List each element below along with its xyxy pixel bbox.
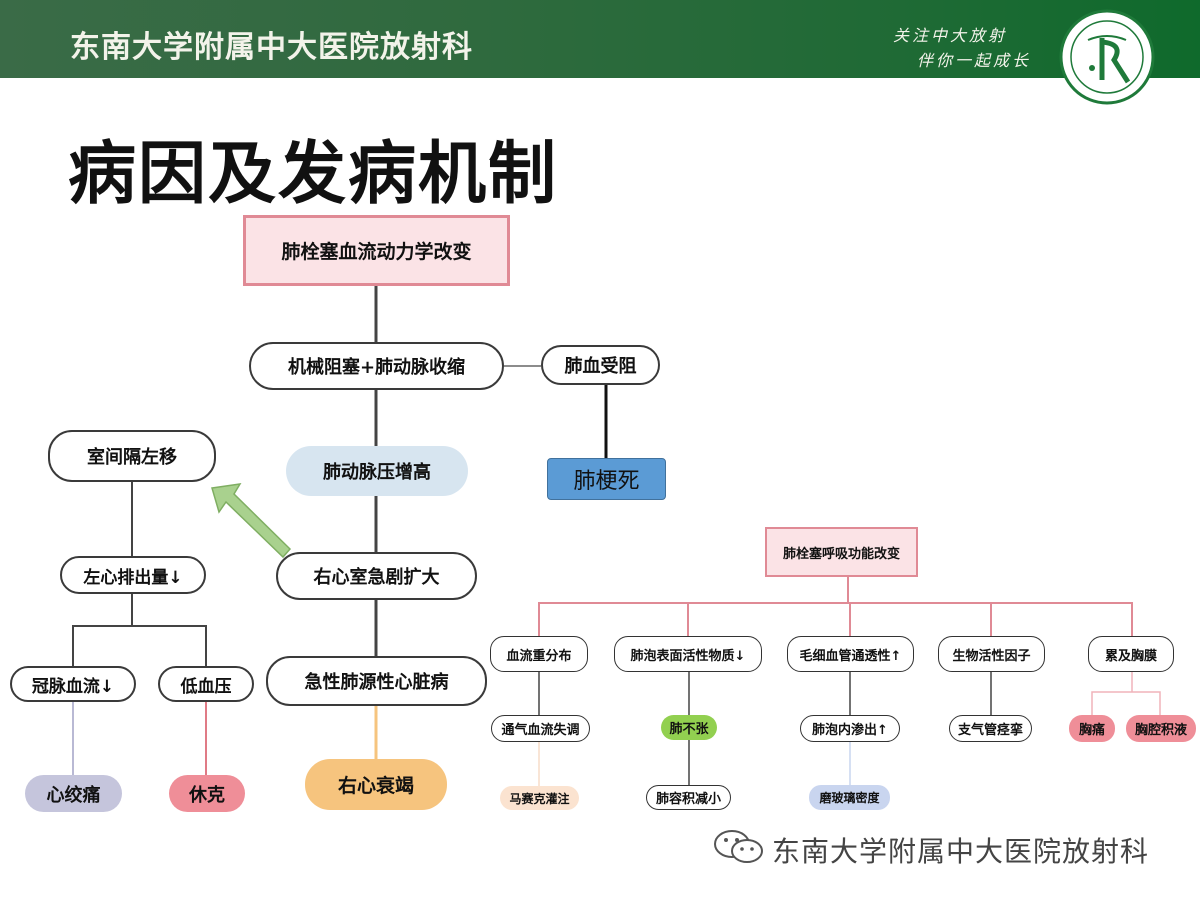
pa-pressure-node: 肺动脉压增高 [286, 446, 468, 496]
pulmonary-block-node: 肺血受阻 [541, 345, 660, 385]
volume-loss-node: 肺容积减小 [646, 785, 731, 810]
exudate-node: 肺泡内渗出↑ [800, 715, 900, 742]
green-arrow-icon [211, 483, 292, 559]
effusion-node: 胸腔积液 [1126, 715, 1196, 742]
shock-node: 休克 [169, 775, 245, 812]
angina-node: 心绞痛 [25, 775, 122, 812]
header-title: 东南大学附属中大医院放射科 [70, 30, 473, 65]
acute-cor-pulmonale-node: 急性肺源性心脏病 [266, 656, 487, 706]
atelectasis-node: 肺不张 [661, 715, 717, 740]
mechanical-obstruction-node: 机械阻塞+肺动脉收缩 [249, 342, 504, 390]
bronchospasm-node: 支气管痉挛 [949, 715, 1032, 742]
ground-glass-node: 磨玻璃密度 [809, 785, 890, 810]
capillary-node: 毛细血管通透性↑ [787, 636, 914, 672]
pleura-node: 累及胸膜 [1088, 636, 1174, 672]
hemodynamic-change-box: 肺栓塞血流动力学改变 [243, 215, 510, 286]
septum-shift-node: 室间隔左移 [48, 430, 216, 482]
infarction-node: 肺梗死 [547, 458, 666, 500]
mosaic-node: 马赛克灌注 [500, 786, 579, 810]
rv-dilation-node: 右心室急剧扩大 [276, 552, 477, 600]
respiratory-change-box: 肺栓塞呼吸功能改变 [765, 527, 918, 577]
bioactive-node: 生物活性因子 [938, 636, 1045, 672]
redistribution-node: 血流重分布 [490, 636, 588, 672]
left-output-node: 左心排出量↓ [60, 556, 206, 594]
header-bar: 东南大学附属中大医院放射科 关注中大放射 伴你一起成长 [0, 0, 1200, 105]
chest-pain-node: 胸痛 [1069, 715, 1115, 742]
rv-failure-node: 右心衰竭 [305, 759, 447, 810]
slide-title: 病因及发病机制 [68, 135, 559, 214]
slogan-line2: 伴你一起成长 [917, 51, 1032, 70]
vq-mismatch-node: 通气血流失调 [491, 715, 590, 742]
coronary-flow-node: 冠脉血流↓ [10, 666, 136, 702]
hypotension-node: 低血压 [158, 666, 254, 702]
surfactant-node: 肺泡表面活性物质↓ [614, 636, 762, 672]
watermark-text: 东南大学附属中大医院放射科 [772, 835, 1150, 868]
hospital-logo-icon [1059, 9, 1155, 105]
wechat-icon [714, 830, 763, 863]
slogan-line1: 关注中大放射 [893, 26, 1008, 45]
